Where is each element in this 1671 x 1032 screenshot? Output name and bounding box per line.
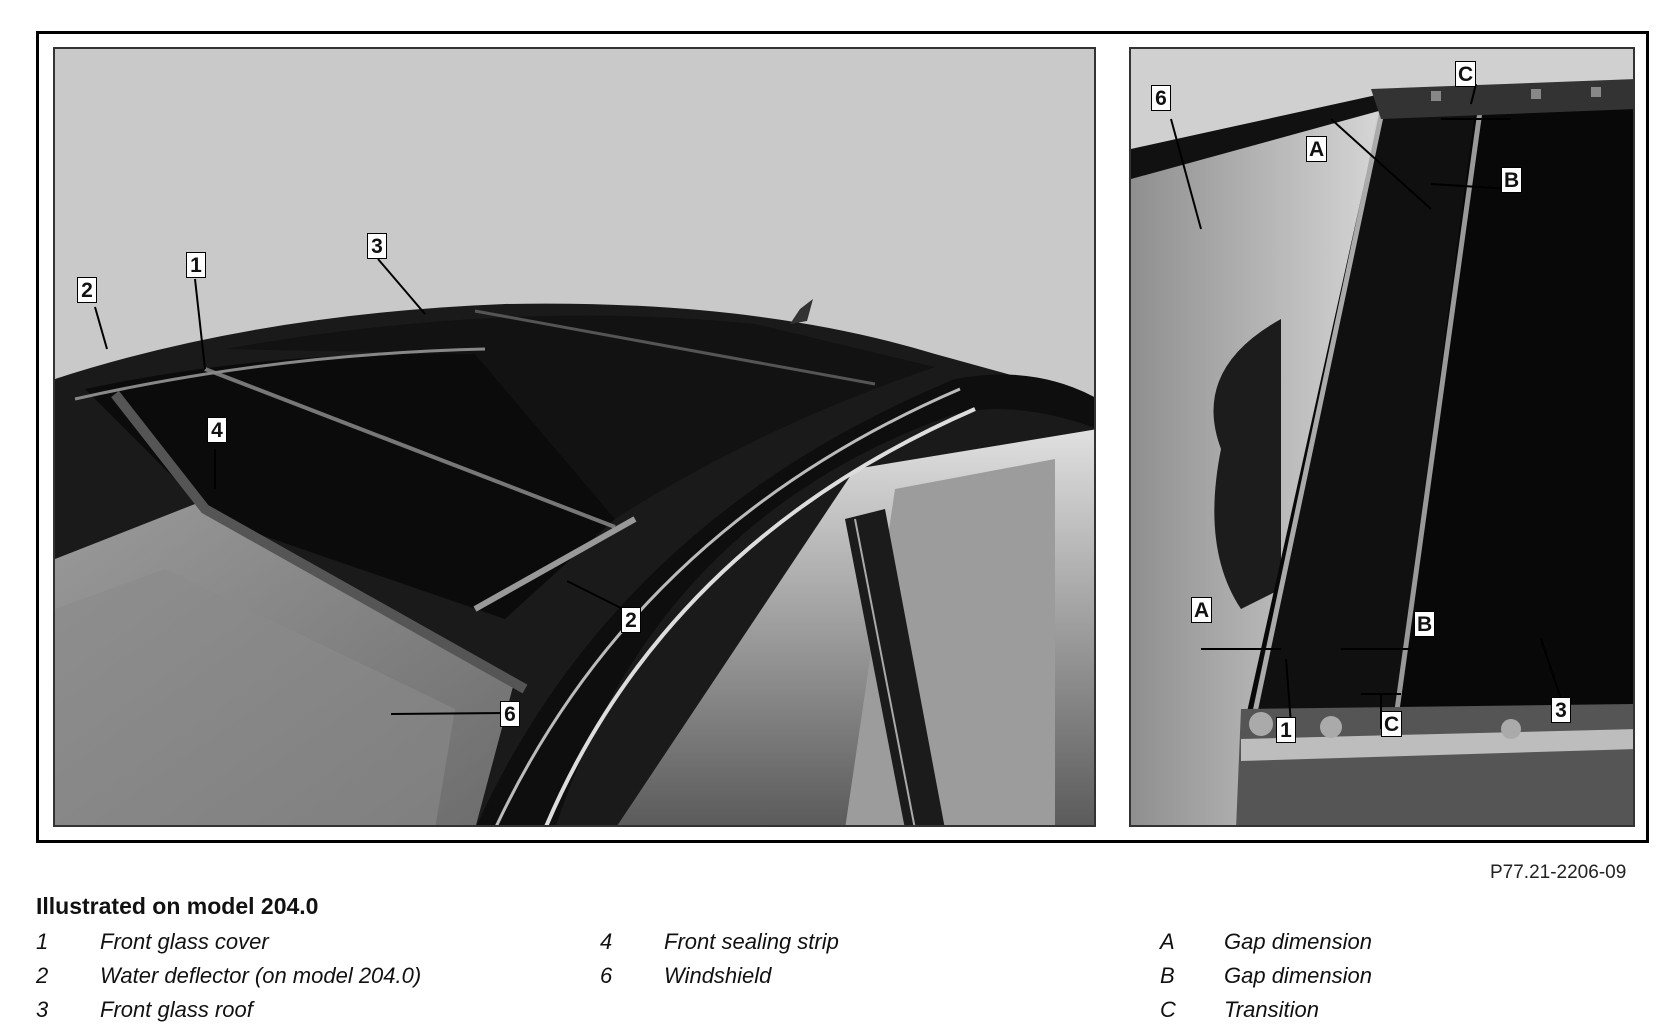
callout-4: 4: [207, 417, 227, 443]
legend-key: 3: [36, 997, 49, 1022]
legend-key: 6: [600, 963, 613, 988]
legend-label: Transition: [1224, 997, 1319, 1022]
legend-label: Front sealing strip: [664, 929, 839, 954]
legend-key: B: [1160, 963, 1175, 988]
callout-c-top: C: [1455, 61, 1477, 87]
figure-frame: 1 2 3 4 2 6: [36, 31, 1649, 843]
legend-label: Front glass cover: [100, 929, 269, 954]
figure-reference-code: P77.21-2206-09: [1490, 862, 1627, 883]
callout-2: 2: [77, 277, 97, 303]
legend-label: Gap dimension: [1224, 929, 1372, 954]
callout-6: 6: [500, 701, 520, 727]
legend-key: C: [1160, 997, 1176, 1022]
callout-6-detail: 6: [1151, 85, 1171, 111]
legend-key: A: [1160, 929, 1175, 954]
callout-b-top: B: [1501, 167, 1523, 193]
callout-b-bottom: B: [1414, 611, 1436, 637]
roof-overview-photo: 1 2 3 4 2 6: [53, 47, 1096, 827]
legend-label: Gap dimension: [1224, 963, 1372, 988]
gap-detail-drawing: [1131, 49, 1633, 825]
callout-a-bottom: A: [1191, 597, 1213, 623]
legend-label: Water deflector (on model 204.0): [100, 963, 422, 988]
callout-1-detail: 1: [1276, 717, 1296, 743]
legend-key: 4: [600, 929, 613, 954]
callout-3: 3: [367, 233, 387, 259]
callout-a-top: A: [1306, 136, 1328, 162]
legend-label: Front glass roof: [100, 997, 253, 1022]
callout-3-detail: 3: [1551, 697, 1571, 723]
callout-2-rail: 2: [621, 607, 641, 633]
legend-label: Windshield: [664, 963, 772, 988]
gap-detail-photo: 6 A B C A B 1 C 3: [1129, 47, 1635, 827]
callout-1: 1: [186, 252, 206, 278]
roof-overview-drawing: [55, 49, 1094, 825]
legend-key: 1: [36, 929, 49, 954]
legend-key: 2: [36, 963, 49, 988]
legend-title: Illustrated on model 204.0: [36, 893, 319, 919]
callout-c-bottom: C: [1381, 711, 1403, 737]
